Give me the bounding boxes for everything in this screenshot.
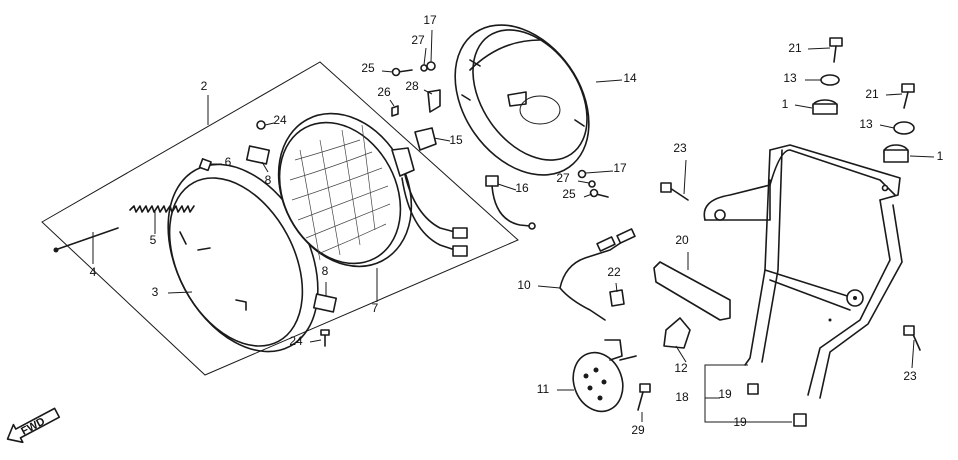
callout-c21b: 21	[865, 87, 879, 101]
adjusting-spring	[129, 205, 195, 213]
mount-rubber-lower	[883, 83, 915, 163]
fwd-arrow: FWD	[6, 407, 61, 444]
callout-c19b: 19	[733, 415, 747, 429]
callout-c13a: 13	[783, 71, 797, 85]
leader-18	[704, 364, 792, 423]
callout-c26: 26	[377, 85, 391, 99]
socket-15	[414, 127, 437, 151]
fwd-label: FWD	[19, 415, 47, 437]
callout-c19a: 19	[718, 387, 732, 401]
callout-c17a: 17	[423, 13, 437, 27]
mount-rubber-upper	[812, 37, 843, 115]
clip-12	[663, 317, 691, 349]
bracket-28	[427, 89, 441, 113]
nut-19-upper	[747, 383, 759, 395]
plate-20	[653, 261, 731, 321]
callout-c16: 16	[515, 181, 529, 195]
clip-8-upper	[245, 145, 271, 165]
screw-24-lower	[320, 329, 330, 347]
headlight-stay	[703, 144, 903, 399]
callout-c24a: 24	[273, 113, 287, 127]
callout-c29: 29	[631, 423, 645, 437]
callout-c1a: 1	[782, 97, 789, 111]
callout-c14: 14	[623, 71, 637, 85]
callout-c21a: 21	[788, 41, 802, 55]
nut-6	[198, 158, 212, 172]
screw-24-upper	[256, 120, 266, 130]
callout-c24b: 24	[289, 334, 303, 348]
callout-c3: 3	[152, 285, 159, 299]
adjusting-screw	[53, 227, 119, 253]
callout-c6: 6	[225, 155, 232, 169]
nut-22	[609, 289, 625, 307]
callout-c23b: 23	[903, 369, 917, 383]
nut-19-lower	[793, 413, 807, 427]
callout-c7: 7	[372, 301, 379, 315]
callout-c27b: 27	[556, 171, 570, 185]
bolt-23-upper	[660, 182, 689, 201]
fastener-set-upper	[391, 61, 436, 77]
headlight-unit	[277, 112, 468, 268]
callout-c23a: 23	[673, 141, 687, 155]
callout-c27a: 27	[411, 33, 425, 47]
screw-26	[391, 105, 399, 117]
callout-c22: 22	[607, 265, 621, 279]
wire-10	[559, 228, 636, 321]
callout-c25b: 25	[562, 187, 576, 201]
callout-c28: 28	[405, 79, 419, 93]
wire-16	[485, 175, 536, 230]
clip-8-lower	[312, 293, 338, 313]
callout-c18: 18	[675, 390, 689, 404]
bolt-29	[637, 383, 651, 411]
callout-c11: 11	[537, 382, 550, 396]
callout-c4: 4	[90, 265, 97, 279]
callout-c1b: 1	[937, 149, 944, 163]
callout-c20: 20	[675, 233, 689, 247]
leader-lines	[92, 29, 935, 422]
horn	[572, 339, 637, 413]
callout-c17b: 17	[613, 161, 627, 175]
callout-c5: 5	[150, 233, 157, 247]
callout-c2: 2	[201, 79, 208, 93]
callout-labels: 17 27 25 28 26 14 15 16 17 27 25 2 24 6 8 5 4 3 8 7 24 23 20 22…	[90, 13, 944, 437]
headlight-case	[454, 24, 590, 176]
callout-c8b: 8	[322, 264, 329, 278]
fastener-set-lower	[577, 169, 609, 198]
callout-c8a: 8	[265, 173, 272, 187]
callout-c10: 10	[517, 278, 531, 292]
callout-c12: 12	[674, 361, 688, 375]
callout-c25a: 25	[361, 61, 375, 75]
callout-c15: 15	[449, 133, 463, 147]
bolt-23-lower	[903, 325, 921, 351]
callout-c13b: 13	[859, 117, 873, 131]
assembly-frame	[41, 61, 519, 376]
